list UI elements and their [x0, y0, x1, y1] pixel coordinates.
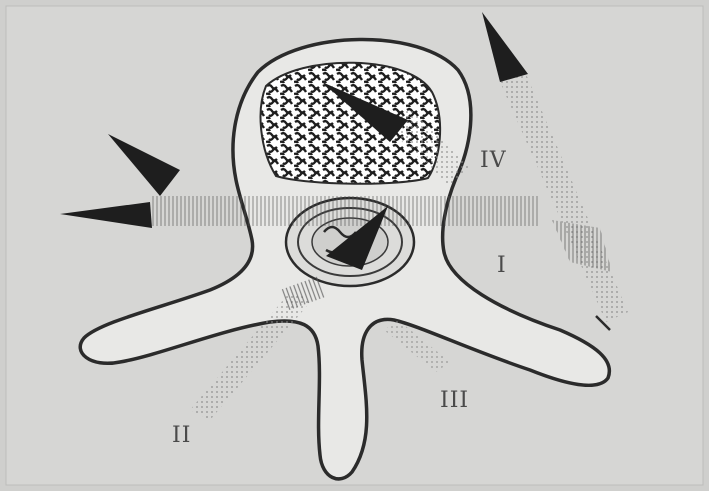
approach-i-track	[150, 196, 540, 226]
label-approach-i: I	[497, 255, 507, 277]
label-approach-iii: III	[440, 390, 469, 412]
label-approach-iv: IV	[480, 150, 507, 172]
label-approach-ii: II	[172, 425, 191, 447]
